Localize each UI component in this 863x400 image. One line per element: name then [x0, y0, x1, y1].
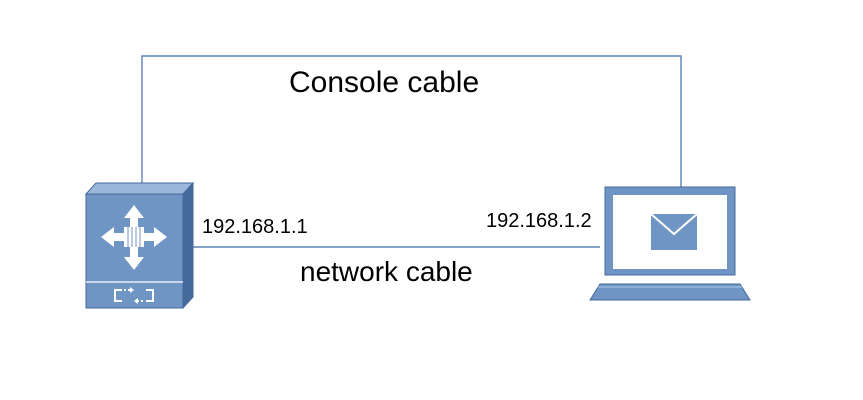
network-cable-label: network cable — [300, 256, 473, 287]
laptop-icon — [589, 186, 751, 301]
layer3-switch-icon — [84, 181, 195, 310]
routing-arrows-icon — [101, 205, 167, 270]
switch-ip-address: 192.168.1.1 — [202, 216, 308, 238]
console-cable-label: Console cable — [289, 66, 480, 99]
laptop-ip-address: 192.168.1.2 — [486, 210, 592, 232]
envelope-icon — [650, 213, 698, 250]
console-cable-line — [141, 55, 682, 188]
stack-ring-icon — [114, 287, 154, 304]
